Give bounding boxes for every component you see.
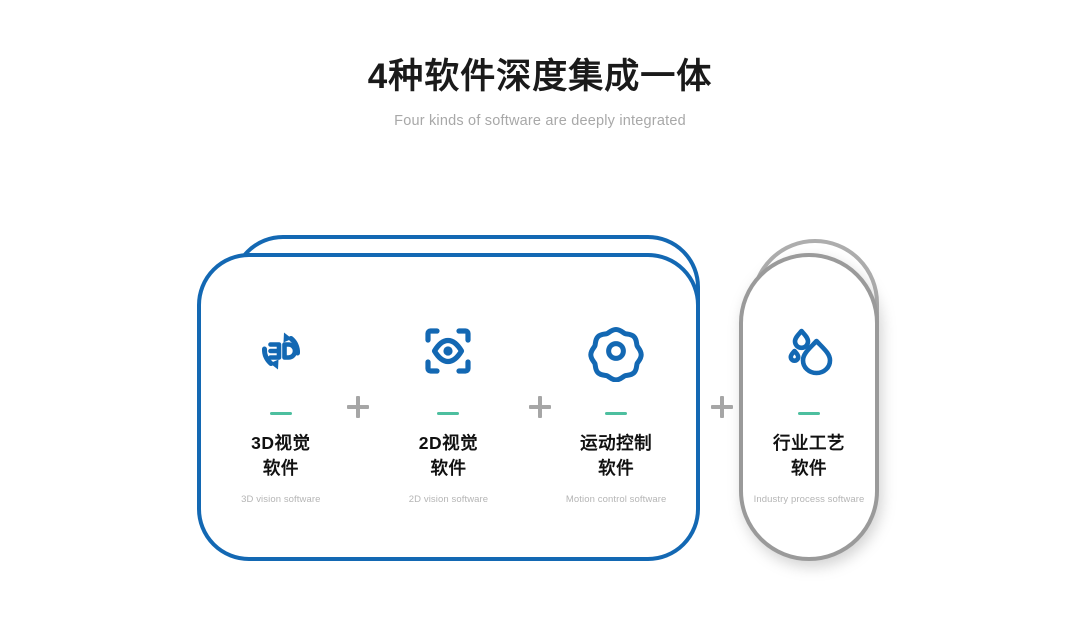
separate-card-list: 行业工艺 软件 Industry process software bbox=[739, 253, 879, 561]
card-divider-rule bbox=[437, 411, 460, 415]
integrated-software-group: 3D视觉 软件 3D vision software bbox=[197, 235, 700, 561]
plus-separator-1 bbox=[347, 396, 369, 418]
card-motion-control[interactable]: 运动控制 软件 Motion control software bbox=[541, 310, 691, 505]
integrated-card-list: 3D视觉 软件 3D vision software bbox=[197, 253, 700, 561]
group-outline-front bbox=[197, 253, 700, 561]
plus-separator-3 bbox=[711, 396, 733, 418]
page-title: 4种软件深度集成一体 bbox=[367, 57, 713, 96]
eye-scan-icon bbox=[417, 316, 479, 386]
water-drops-icon bbox=[778, 316, 840, 386]
3d-rotate-icon bbox=[250, 316, 312, 386]
card-title: 3D视觉 软件 bbox=[251, 432, 311, 478]
page-subtitle: Four kinds of software are deeply integr… bbox=[394, 113, 686, 129]
card-2d-vision[interactable]: 2D视觉 软件 2D vision software bbox=[373, 310, 523, 505]
card-3d-vision[interactable]: 3D视觉 软件 3D vision software bbox=[206, 310, 356, 505]
plus-separator-2 bbox=[529, 396, 551, 418]
card-subtitle: 2D vision software bbox=[408, 493, 489, 505]
card-divider-rule bbox=[605, 411, 628, 415]
card-divider-rule bbox=[798, 411, 820, 415]
card-industry-process[interactable]: 行业工艺 软件 Industry process software bbox=[739, 310, 879, 505]
card-subtitle: 3D vision software bbox=[241, 493, 321, 505]
gear-icon bbox=[585, 316, 647, 386]
card-subtitle: Industry process software bbox=[753, 493, 865, 505]
card-subtitle: Motion control software bbox=[565, 493, 667, 505]
card-divider-rule bbox=[269, 411, 292, 415]
group-outline-front bbox=[739, 253, 879, 561]
card-title: 2D视觉 软件 bbox=[418, 432, 479, 478]
page-header: 4种软件深度集成一体 Four kinds of software are de… bbox=[0, 54, 1080, 129]
card-title: 行业工艺 软件 bbox=[773, 432, 845, 478]
card-title: 运动控制 软件 bbox=[580, 432, 653, 478]
industry-process-group: 行业工艺 软件 Industry process software bbox=[739, 239, 879, 561]
